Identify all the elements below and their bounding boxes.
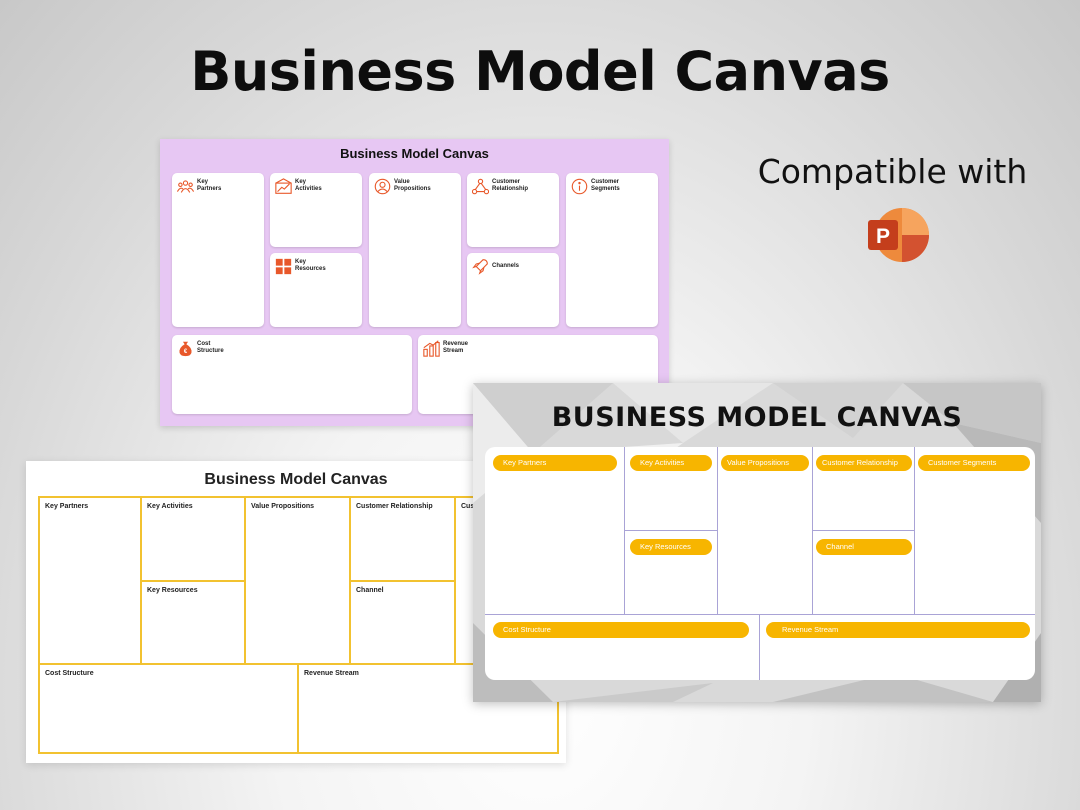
channels-box: Channels — [467, 253, 559, 327]
s2-channel-cell: Channel — [349, 580, 456, 665]
svg-text:€: € — [184, 349, 188, 355]
slide3-title: BUSINESS MODEL CANVAS — [551, 402, 963, 433]
s2-key-activities-cell: Key Activities — [140, 496, 246, 582]
customer-segments-box: Customer Segments — [566, 173, 658, 327]
s2-key-resources-label: Key Resources — [147, 587, 198, 594]
key-partners-label: Key Partners — [197, 179, 222, 192]
s3-cost-structure-pill: Cost Structure — [493, 622, 749, 638]
s3-revenue-stream-pill: Revenue Stream — [766, 622, 1030, 638]
key-resources-box: Key Resources — [270, 253, 362, 327]
s3-key-partners-cell — [485, 447, 625, 615]
s3-cost-structure-cell — [485, 615, 760, 680]
bar-chart-icon — [423, 340, 440, 357]
s3-key-resources-pill: Key Resources — [630, 539, 712, 555]
s2-channel-label: Channel — [356, 587, 384, 594]
cost-structure-box: € Cost Structure — [172, 335, 412, 414]
key-activities-label: Key Activities — [295, 179, 322, 192]
compatible-with-text: Compatible with — [757, 152, 1028, 191]
people-icon — [177, 180, 194, 193]
value-propositions-box: Value Propositions — [369, 173, 461, 327]
user-circle-icon — [374, 178, 391, 195]
powerpoint-letter: P — [876, 225, 890, 248]
s2-key-resources-cell: Key Resources — [140, 580, 246, 665]
s3-customer-relationship-cell — [813, 447, 915, 531]
network-icon — [472, 178, 489, 195]
s3-key-partners-pill: Key Partners — [493, 455, 617, 471]
money-bag-icon: € — [179, 341, 192, 357]
chart-icon — [275, 178, 292, 194]
s3-key-activities-pill: Key Activities — [630, 455, 712, 471]
s3-customer-segments-pill: Customer Segments — [918, 455, 1030, 471]
s2-value-propositions-label: Value Propositions — [251, 503, 315, 510]
s3-value-propositions-pill: Value Propositions — [721, 455, 809, 471]
value-propositions-label: Value Propositions — [394, 179, 431, 192]
s3-customer-segments-cell — [915, 447, 1035, 615]
key-resources-label: Key Resources — [295, 259, 326, 272]
cost-structure-label: Cost Structure — [197, 341, 224, 354]
s2-customer-relationship-label: Customer Relationship — [356, 503, 433, 510]
grey-polygon-slide: BUSINESS MODEL CANVAS Key Partners Key A… — [473, 383, 1041, 702]
rocket-icon — [472, 259, 488, 275]
main-title: Business Model Canvas — [190, 40, 890, 103]
slide1-title: Business Model Canvas — [340, 146, 489, 161]
s3-key-resources-cell — [625, 531, 718, 615]
s2-customer-segments-label: Cust — [461, 503, 477, 510]
s3-customer-relationship-pill: Customer Relationship — [816, 455, 912, 471]
s3-channel-pill: Channel — [816, 539, 912, 555]
s2-value-propositions-cell: Value Propositions — [244, 496, 351, 665]
key-activities-box: Key Activities — [270, 173, 362, 247]
channels-label: Channels — [492, 263, 520, 269]
customer-relationship-label: Customer Relationship — [492, 179, 529, 192]
s3-channel-cell — [813, 531, 915, 615]
customer-relationship-box: Customer Relationship — [467, 173, 559, 247]
info-icon — [571, 178, 588, 195]
slide3-panel: Key Partners Key Activities Value Propos… — [485, 447, 1035, 680]
slide2-title: Business Model Canvas — [204, 471, 388, 488]
s2-revenue-stream-label: Revenue Stream — [304, 670, 359, 677]
s3-value-propositions-cell — [718, 447, 813, 615]
s2-key-partners-cell: Key Partners — [38, 496, 142, 665]
customer-segments-label: Customer Segments — [591, 179, 620, 192]
s2-customer-relationship-cell: Customer Relationship — [349, 496, 456, 582]
s2-cost-structure-cell: Cost Structure — [38, 663, 299, 754]
key-partners-box: Key Partners — [172, 173, 264, 327]
revenue-stream-label: Revenue Stream — [443, 341, 469, 354]
purple-canvas-slide: Business Model Canvas Key Partners Key A… — [160, 139, 669, 426]
puzzle-icon — [275, 258, 292, 275]
s2-cost-structure-label: Cost Structure — [45, 670, 94, 677]
powerpoint-icon: P — [868, 208, 929, 262]
s3-key-activities-cell — [625, 447, 718, 531]
s2-key-partners-label: Key Partners — [45, 503, 89, 510]
s2-key-activities-label: Key Activities — [147, 503, 193, 510]
